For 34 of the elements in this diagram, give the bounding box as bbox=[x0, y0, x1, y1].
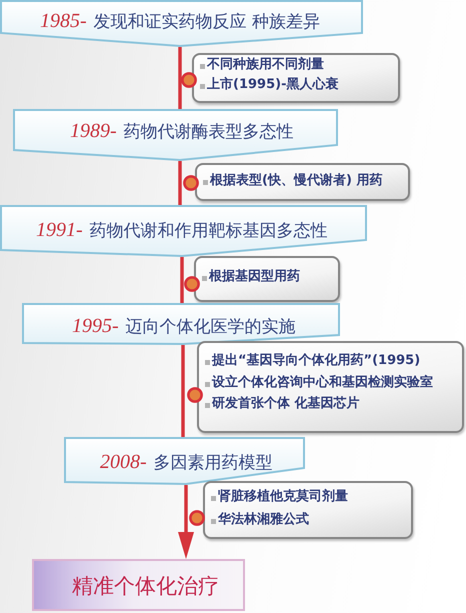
timeline-banner bbox=[22, 303, 340, 345]
note-text: 提出“基因导向个体化用药”(1995) bbox=[212, 352, 420, 370]
note-text: 不同种族用不同剂量 bbox=[207, 56, 324, 74]
note-text: 上市(1995)-黑人心衰 bbox=[207, 76, 338, 94]
banner-title: 药物代谢和作用靶标基因多态性 bbox=[90, 220, 328, 243]
year-label: 1995- bbox=[72, 314, 119, 339]
note-box bbox=[203, 481, 413, 539]
note-box bbox=[194, 256, 340, 302]
note-text: 肾脏移植他克莫司剂量 bbox=[218, 488, 348, 506]
timeline-banner bbox=[64, 437, 305, 485]
banner-title: 药物代谢酶表型多态性 bbox=[124, 121, 294, 144]
timeline-line bbox=[180, 257, 184, 303]
arrow bbox=[178, 485, 194, 559]
note-box bbox=[197, 341, 464, 433]
note-text: 研发首张个体 化基因芯片 bbox=[212, 395, 360, 413]
timeline-line bbox=[181, 345, 185, 437]
note-box bbox=[195, 163, 410, 201]
note-text: 根据表型(快、慢代谢者) 用药 bbox=[210, 172, 382, 190]
note-text: 华法林湘雅公式 bbox=[218, 511, 309, 529]
year-label: 2008- bbox=[100, 450, 147, 475]
timeline-line bbox=[178, 161, 182, 205]
note-box bbox=[192, 53, 400, 103]
note-text: 设立个体化咨询中心和基因检测实验室 bbox=[212, 374, 433, 392]
year-label: 1985- bbox=[40, 9, 87, 34]
note-text: 根据基因型用药 bbox=[209, 268, 300, 286]
year-label: 1989- bbox=[70, 119, 117, 144]
banner-title: 多因素用药模型 bbox=[154, 452, 273, 475]
banner-title: 迈向个体化医学的实施 bbox=[126, 316, 296, 339]
banner-title: 发现和证实药物反应 种族差异 bbox=[94, 11, 320, 34]
timeline-line bbox=[178, 47, 182, 109]
year-label: 1991- bbox=[36, 218, 83, 243]
timeline-banner bbox=[0, 205, 367, 257]
result-box bbox=[32, 559, 245, 611]
result-text: 精准个体化治疗 bbox=[72, 573, 219, 600]
